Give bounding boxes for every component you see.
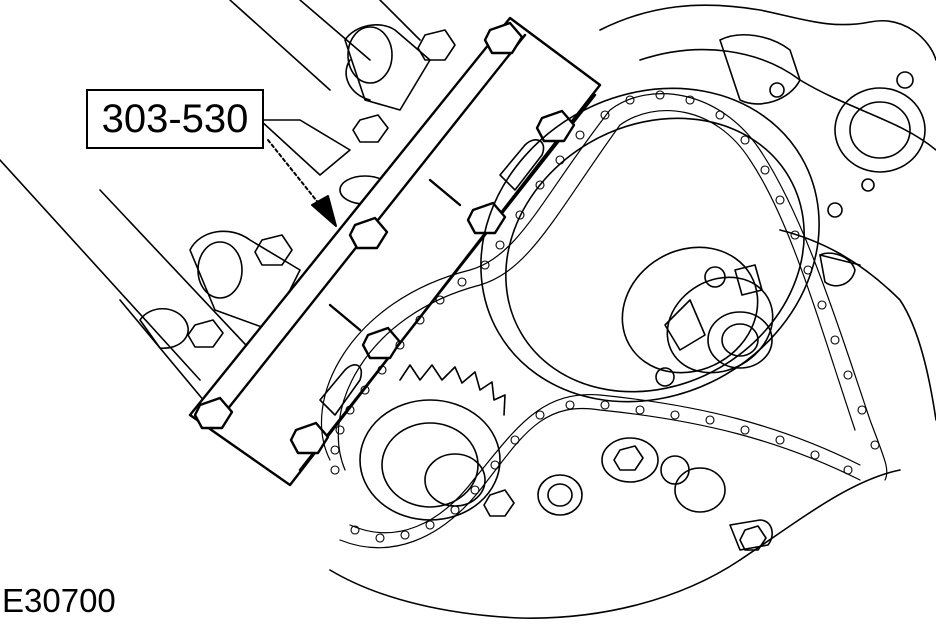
- engine-block-outline: [329, 4, 936, 619]
- special-tool-303-530: [188, 16, 602, 487]
- lower-components: [483, 252, 861, 551]
- chain-links: [330, 90, 880, 543]
- timing-chain-primary: [321, 93, 888, 549]
- crankshaft-sprocket: [359, 364, 506, 521]
- camshaft-sprocket: [480, 87, 820, 403]
- tool-number-callout: 303-530: [86, 89, 264, 149]
- figure-id-label: E30700: [2, 582, 116, 619]
- callout-leader-arrow: [267, 139, 337, 227]
